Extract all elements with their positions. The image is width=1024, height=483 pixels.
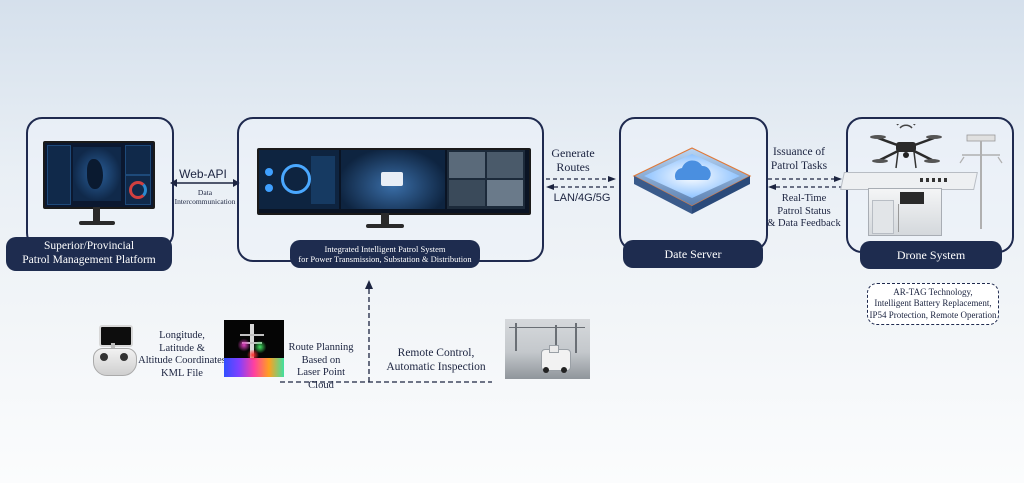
remote-control-label: Remote Control, Automatic Inspection — [386, 347, 486, 373]
network-label: LAN/4G/5G — [553, 192, 611, 204]
issuance-label: Issuance of Patrol Tasks — [770, 146, 828, 172]
point-cloud-image — [224, 320, 284, 377]
substation-robot-image — [505, 319, 590, 379]
web-api-arrow — [170, 179, 240, 187]
web-api-label: Web-API — [179, 167, 227, 181]
drone-features-box: AR-TAG Technology, Intelligent Battery R… — [867, 283, 999, 325]
upload-connector — [280, 280, 492, 383]
integrated-label-line2: for Power Transmission, Substation & Dis… — [298, 254, 472, 264]
drone-icon — [870, 124, 942, 169]
tasks-arrows — [768, 176, 842, 190]
server-label: Date Server — [623, 240, 763, 268]
drone-label: Drone System — [860, 241, 1002, 269]
integrated-label-line1: Integrated Intelligent Patrol System — [324, 243, 446, 254]
feature-line2: Intelligent Battery Replacement, — [874, 298, 992, 309]
feature-line3: IP54 Protection, Remote Operation — [869, 309, 997, 320]
platform-label: Superior/Provincial Patrol Management Pl… — [6, 237, 172, 271]
routes-arrows — [546, 176, 616, 190]
route-planning-label: Route Planning Based on Laser Point Clou… — [288, 342, 354, 391]
generate-routes-label: Generate Routes — [551, 146, 595, 175]
feature-line1: AR-TAG Technology, — [893, 287, 973, 298]
platform-label-line1: Superior/Provincial — [43, 240, 135, 253]
coordinates-label: Longitude, Latitude & Altitude Coordinat… — [138, 330, 226, 379]
cloud-server-icon — [632, 147, 752, 214]
weather-station-icon — [959, 134, 1003, 229]
data-intercommunication-label: Data Intercommunication — [174, 188, 236, 206]
platform-label-line2: Patrol Management Platform — [22, 254, 156, 266]
integrated-label: Integrated Intelligent Patrol System for… — [290, 240, 480, 268]
feedback-label: Real-Time Patrol Status & Data Feedback — [767, 193, 841, 230]
